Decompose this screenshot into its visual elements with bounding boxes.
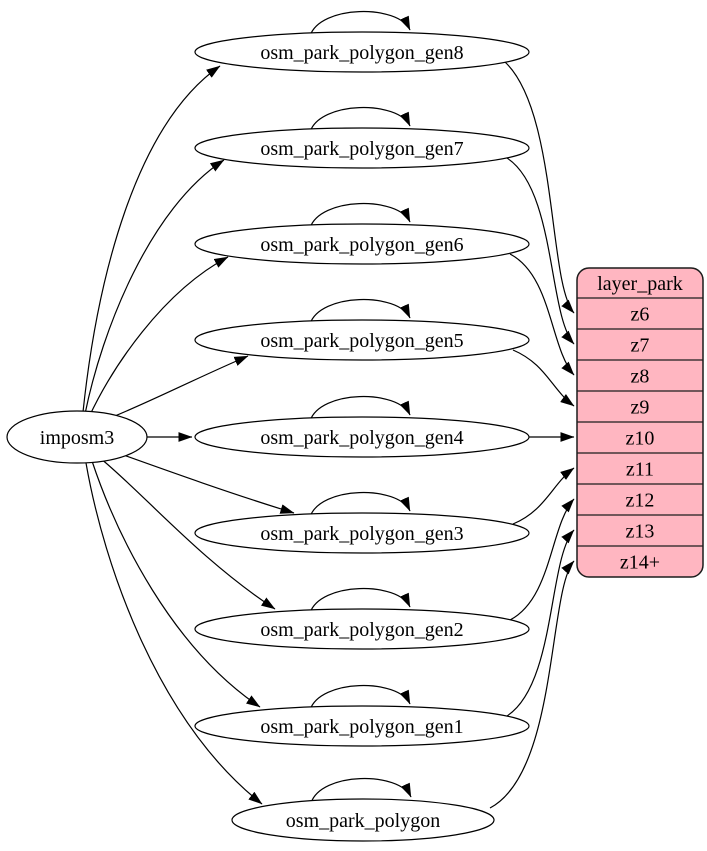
node-shape-imposm3 [6,410,148,464]
table-row-z8: z8 [631,366,650,388]
edge-osm_park_polygon_gen8-to-z6 [504,61,575,314]
node-osm_park_polygon_gen8: osm_park_polygon_gen8 [194,31,530,73]
edge-imposm3-to-osm_park_polygon [85,462,263,805]
edge-osm_park_polygon-to-z14+ [489,560,575,809]
node-osm_park_polygon: osm_park_polygon [231,798,495,842]
self-loop-osm_park_polygon_gen2 [309,588,411,614]
edge-osm_park_polygon_gen1-to-z13 [506,529,575,717]
self-loop-osm_park_polygon [310,778,412,804]
table-row-z14+: z14+ [620,552,660,574]
table-row-z10: z10 [626,428,655,450]
self-loop-osm_park_polygon_gen4 [309,396,411,422]
self-loop-osm_park_polygon_gen7 [309,107,411,133]
table-header-label: layer_park [597,273,683,295]
node-label-osm_park_polygon_gen2: osm_park_polygon_gen2 [260,619,463,641]
node-osm_park_polygon_gen7: osm_park_polygon_gen7 [194,127,530,169]
edge-osm_park_polygon_gen5-to-z9 [512,349,575,407]
node-shape-osm_park_polygon_gen2 [194,608,530,650]
node-label-osm_park_polygon_gen5: osm_park_polygon_gen5 [260,330,463,352]
node-label-osm_park_polygon: osm_park_polygon [286,810,440,832]
edge-osm_park_polygon_gen2-to-z12 [509,498,575,621]
node-shape-osm_park_polygon [231,798,495,842]
node-imposm3: imposm3 [6,410,148,464]
node-shape-osm_park_polygon_gen4 [194,416,530,458]
node-label-osm_park_polygon_gen3: osm_park_polygon_gen3 [260,523,463,545]
node-osm_park_polygon_gen5: osm_park_polygon_gen5 [194,319,530,361]
node-osm_park_polygon_gen4: osm_park_polygon_gen4 [194,416,530,458]
edge-imposm3-to-osm_park_polygon_gen2 [99,457,276,610]
node-shape-osm_park_polygon_gen8 [194,31,530,73]
self-loop-osm_park_polygon_gen5 [309,299,411,325]
edge-osm_park_polygon_gen3-to-z11 [512,467,575,525]
node-label-imposm3: imposm3 [40,427,114,449]
node-label-osm_park_polygon_gen6: osm_park_polygon_gen6 [260,234,463,256]
self-loop-osm_park_polygon_gen6 [309,203,411,229]
table-row-z12: z12 [626,490,655,512]
node-shape-osm_park_polygon_gen7 [194,127,530,169]
node-label-osm_park_polygon_gen8: osm_park_polygon_gen8 [260,42,463,64]
node-label-osm_park_polygon_gen4: osm_park_polygon_gen4 [260,427,463,449]
edge-osm_park_polygon_gen6-to-z8 [509,253,575,376]
table-row-z9: z9 [631,397,650,419]
table-row-z6: z6 [631,304,650,326]
table-row-z7: z7 [631,335,650,357]
node-osm_park_polygon_gen3: osm_park_polygon_gen3 [194,512,530,554]
table-layer_park: layer_park z6 z7 z8 z9 z10 z11 z12 z13 z14+ [576,267,704,578]
edge-imposm3-to-osm_park_polygon_gen3 [114,451,295,514]
table-row-z13: z13 [626,521,655,543]
edge-imposm3-to-osm_park_polygon_gen5 [99,355,249,423]
self-loop-osm_park_polygon_gen1 [309,685,411,711]
node-osm_park_polygon_gen6: osm_park_polygon_gen6 [194,223,530,265]
node-shape-osm_park_polygon_gen5 [194,319,530,361]
node-osm_park_polygon_gen2: osm_park_polygon_gen2 [194,608,530,650]
edge-osm_park_polygon_gen7-to-z7 [506,157,575,345]
table-row-z11: z11 [626,459,654,481]
edge-imposm3-to-osm_park_polygon_gen7 [84,159,225,415]
node-label-osm_park_polygon_gen1: osm_park_polygon_gen1 [260,716,463,738]
node-shape-osm_park_polygon_gen3 [194,512,530,554]
edge-imposm3-to-osm_park_polygon_gen6 [88,256,229,418]
edge-imposm3-to-osm_park_polygon_gen1 [91,460,261,708]
self-loop-osm_park_polygon_gen3 [309,492,411,518]
node-label-osm_park_polygon_gen7: osm_park_polygon_gen7 [260,138,463,160]
node-shape-osm_park_polygon_gen1 [194,705,530,747]
edge-imposm3-to-osm_park_polygon_gen8 [82,65,221,413]
node-shape-osm_park_polygon_gen6 [194,223,530,265]
node-osm_park_polygon_gen1: osm_park_polygon_gen1 [194,705,530,747]
self-loop-osm_park_polygon_gen8 [309,11,411,37]
